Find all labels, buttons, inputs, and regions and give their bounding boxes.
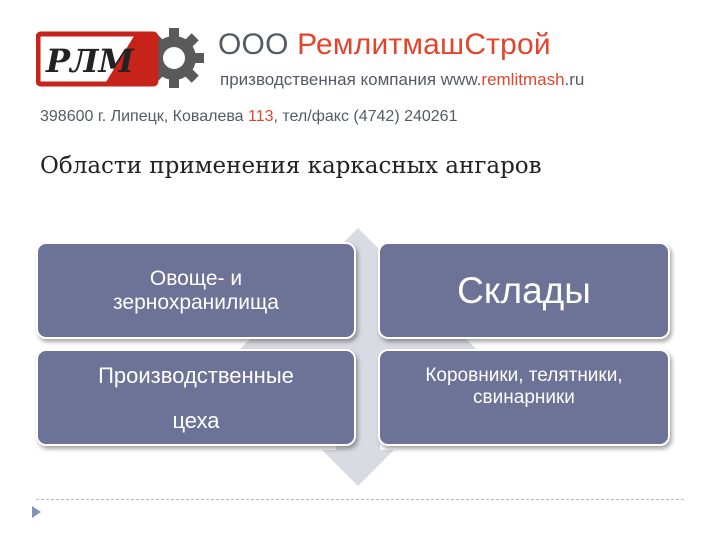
card-label-line: Коровники, телятники, — [425, 364, 623, 386]
card-label-line: цеха — [172, 407, 220, 433]
card-label-line: зернохранилища — [113, 290, 279, 314]
matrix-card-warehouses: Склады — [378, 242, 670, 339]
card-label-line: Овоще- и — [149, 266, 243, 290]
card-label-line: свинарники — [473, 386, 575, 408]
company-logo: РЛМ — [36, 28, 204, 88]
company-brand: РемлитмашСтрой — [297, 28, 551, 61]
company-name: ООО РемлитмашСтрой — [218, 28, 551, 61]
company-address: 398600 г. Липецк, Ковалева 113, тел/факс… — [40, 108, 458, 125]
matrix-card-production-shops: Производственные цеха — [36, 349, 356, 446]
slide-title: Области применения каркасных ангаров — [40, 153, 542, 179]
triangle-bullet-icon — [32, 506, 41, 518]
footer-divider — [36, 499, 684, 500]
matrix-card-livestock-barns: Коровники, телятники, свинарники — [378, 349, 670, 446]
card-label-line: Производственные — [98, 362, 294, 388]
company-tagline: призводственная компания www.remlitmash.… — [220, 70, 585, 89]
card-label-line: Склады — [457, 269, 591, 311]
matrix-card-vegetable-grain-storage: Овоще- и зернохранилища — [36, 242, 356, 339]
svg-text:РЛМ: РЛМ — [45, 42, 135, 80]
